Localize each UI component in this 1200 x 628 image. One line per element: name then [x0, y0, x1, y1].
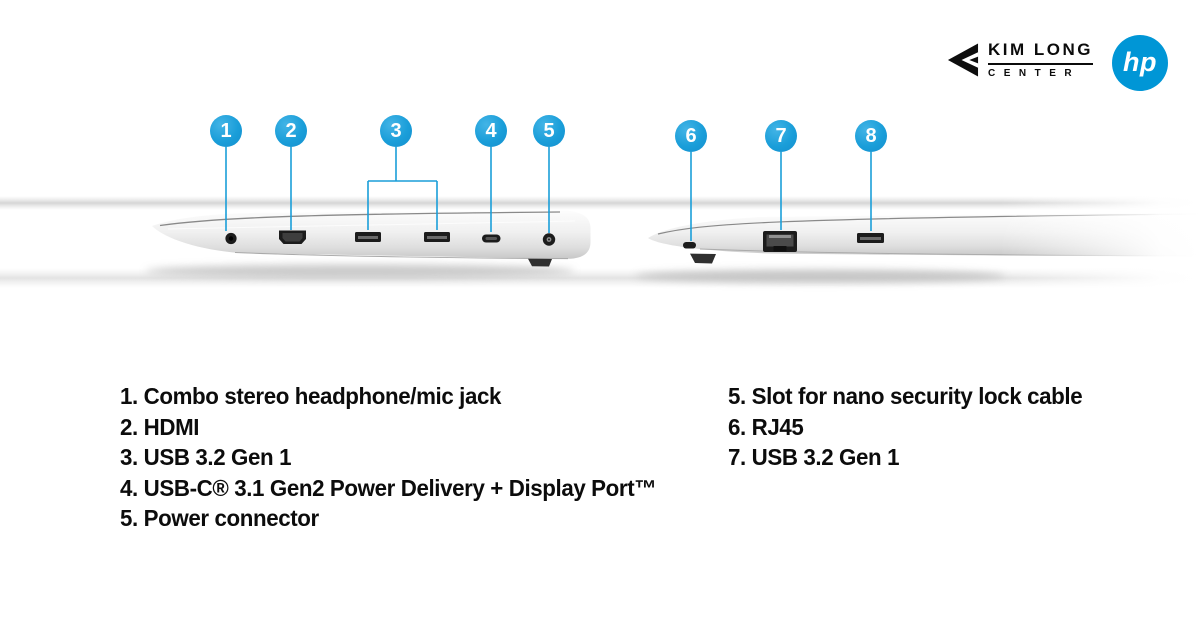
legend-item: 7. USB 3.2 Gen 1 [728, 444, 900, 471]
right-laptop-foot [690, 253, 716, 264]
left-laptop-bottom-edge [234, 252, 569, 260]
hp-logo: hp [1112, 35, 1168, 91]
rj45-port [763, 231, 797, 252]
left-laptop-foot [528, 258, 552, 267]
usb-a-port-3 [857, 233, 884, 243]
left-laptop-shadow [145, 264, 575, 278]
kimlong-logo-text: KIM LONG CENTER [988, 40, 1093, 79]
usb-c-port [482, 234, 501, 243]
usb-a-port-1 [355, 232, 381, 242]
legend-left-column: 1. Combo stereo headphone/mic jack 2. HDM… [120, 381, 657, 534]
legend-item: 2. HDMI [120, 413, 200, 440]
power-connector-port [542, 233, 556, 246]
hp-logo-text: hp [1123, 46, 1157, 77]
legend-right-column: 5. Slot for nano security lock cable 6. R… [728, 381, 1083, 473]
right-laptop-illustration [635, 195, 1200, 290]
right-fade-overlay [1000, 195, 1200, 290]
left-laptop-lid-seam [159, 211, 561, 227]
legend-item: 3. USB 3.2 Gen 1 [120, 444, 292, 471]
kimlong-subtitle: CENTER [988, 68, 1081, 79]
legend-item: 4. USB-C® 3.1 Gen2 Power Delivery + Disp… [120, 474, 657, 501]
headphone-mic-jack-port [225, 232, 237, 245]
legend-item: 5. Power connector [120, 505, 319, 532]
kimlong-chevron-icon [947, 43, 979, 76]
right-laptop-shadow [635, 269, 1005, 283]
legend-item: 1. Combo stereo headphone/mic jack [120, 383, 502, 409]
legend-item: 6. RJ45 [728, 413, 804, 440]
leader-line-3-bracket [367, 147, 438, 230]
kimlong-name: KIM LONG [988, 40, 1093, 65]
callout-leader-lines [225, 147, 872, 241]
hdmi-port [279, 230, 306, 244]
left-laptop-highlight [167, 220, 576, 230]
background-streak-top [0, 196, 1200, 210]
left-laptop-illustration [145, 210, 591, 278]
nano-security-lock-slot [683, 242, 696, 249]
usb-a-port-2 [424, 232, 450, 242]
legend-item: 5. Slot for nano security lock cable [728, 383, 1083, 409]
kimlong-logo: KIM LONG CENTER [946, 40, 1093, 79]
